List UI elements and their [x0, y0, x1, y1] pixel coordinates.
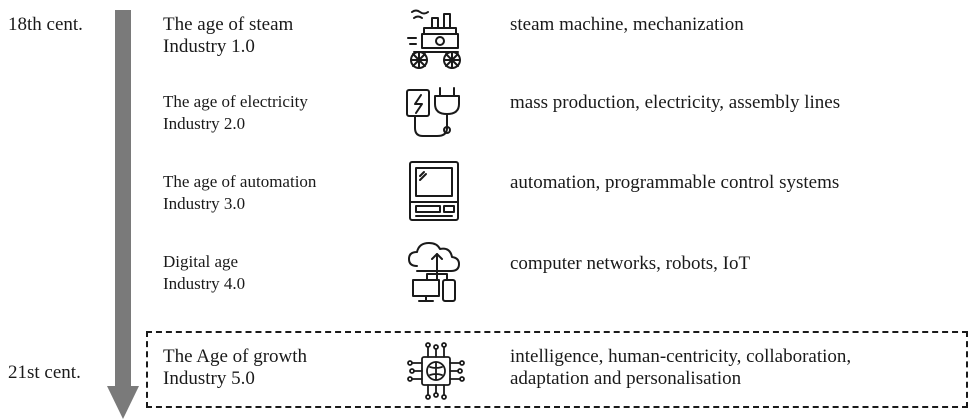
- stage-description-line: intelligence, human-centricity, collabor…: [510, 346, 852, 367]
- stage-subtitle: Industry 4.0: [163, 274, 246, 293]
- stage-description-line: adaptation and personalisation: [510, 368, 742, 389]
- stage-subtitle: Industry 3.0: [163, 194, 246, 213]
- stage-description: computer networks, robots, IoT: [510, 253, 751, 274]
- stage-subtitle: Industry 5.0: [163, 368, 255, 389]
- computer-terminal-icon: [404, 160, 468, 224]
- industry-5-highlight-box: [146, 331, 968, 408]
- ai-chip-brain-icon: [404, 339, 468, 403]
- stage-title: The age of steam: [163, 14, 294, 35]
- stage-subtitle: Industry 2.0: [163, 114, 246, 133]
- stage-description: mass production, electricity, assembly l…: [510, 92, 841, 113]
- era-start-label: 18th cent.: [8, 14, 83, 35]
- stage-description: steam machine, mechanization: [510, 14, 744, 35]
- stage-industry-2: The age of electricity Industry 2.0: [163, 91, 308, 135]
- stage-subtitle: Industry 1.0: [163, 36, 255, 57]
- stage-description: automation, programmable control systems: [510, 172, 840, 193]
- stage-title: Digital age: [163, 252, 239, 271]
- stage-industry-3: The age of automation Industry 3.0: [163, 171, 316, 215]
- stage-title: The Age of growth: [163, 346, 308, 367]
- era-end-label: 21st cent.: [8, 362, 81, 383]
- stage-description: intelligence, human-centricity, collabor…: [510, 346, 851, 390]
- plug-lightning-icon: [403, 84, 467, 148]
- cloud-network-icon: [405, 240, 469, 304]
- stage-industry-5: The Age of growth Industry 5.0: [163, 346, 307, 390]
- stage-title: The age of automation: [163, 172, 317, 191]
- stage-industry-4: Digital age Industry 4.0: [163, 251, 245, 295]
- stage-title: The age of electricity: [163, 92, 308, 111]
- steam-machine-icon: [402, 8, 466, 72]
- stage-industry-1: The age of steam Industry 1.0: [163, 14, 293, 58]
- timeline-arrow: [107, 10, 139, 419]
